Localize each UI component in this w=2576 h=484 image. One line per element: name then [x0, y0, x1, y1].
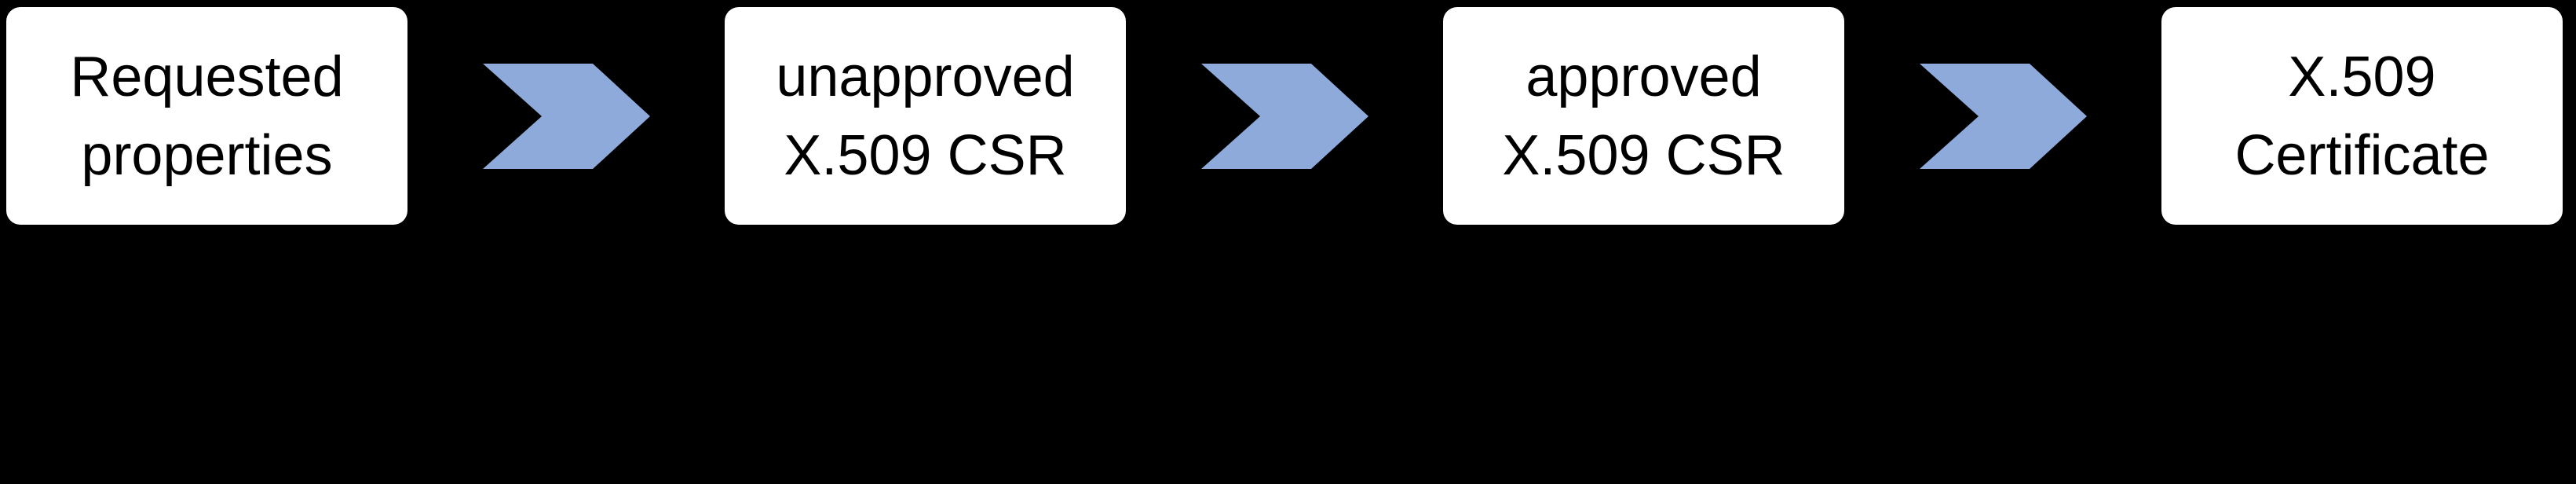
flow-step-unapproved-csr: unapproved X.509 CSR — [725, 7, 1126, 225]
flow-step-x509-certificate: X.509 Certificate — [2161, 7, 2563, 225]
flow-step-requested-properties: Requested properties — [6, 7, 407, 225]
flow-step-approved-csr: approved X.509 CSR — [1443, 7, 1844, 225]
chevron-shape — [1200, 63, 1368, 169]
certificate-flow-diagram: Requested properties unapproved X.509 CS… — [6, 7, 2563, 225]
step-label-line: X.509 CSR — [1502, 123, 1785, 187]
chevron-right-icon — [1919, 63, 2087, 169]
chevron-right-icon — [1200, 63, 1368, 169]
step-label-line: approved — [1526, 45, 1762, 108]
step-label-line: unapproved — [776, 45, 1075, 108]
chevron-shape — [482, 63, 650, 169]
step-label-line: properties — [81, 123, 333, 187]
step-label-line: Requested — [70, 45, 344, 108]
step-label-line: X.509 CSR — [784, 123, 1067, 187]
chevron-shape — [1919, 63, 2087, 169]
chevron-right-icon — [482, 63, 650, 169]
step-label-line: Certificate — [2234, 123, 2490, 187]
step-label-line: X.509 — [2288, 45, 2436, 108]
